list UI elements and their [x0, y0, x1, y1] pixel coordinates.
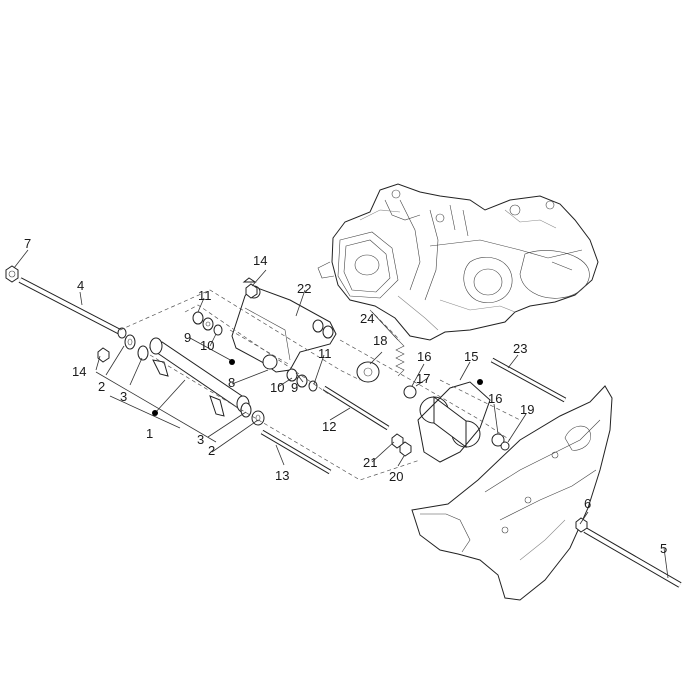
callout-11b: 11: [318, 346, 332, 361]
callout-7: 7: [24, 236, 31, 251]
part-24-spring: [395, 339, 405, 377]
part-4-bolt: [18, 277, 127, 339]
callout-24: 24: [360, 311, 374, 326]
callout-2b: 2: [208, 443, 215, 458]
callout-10b: 10: [270, 380, 284, 395]
part-1-swingarm-tube: [149, 337, 250, 417]
part-6-nut: [575, 517, 588, 533]
callout-8: 8: [228, 375, 235, 390]
callout-9b: 9: [291, 380, 298, 395]
callout-3: 3: [120, 389, 127, 404]
callout-23: 23: [513, 341, 527, 356]
callout-6: 6: [584, 496, 591, 511]
callout-4: 4: [77, 278, 84, 293]
callout-16: 16: [417, 349, 431, 364]
part-7-nut: [5, 265, 19, 283]
part-2-washer: [124, 334, 136, 350]
callout-9: 9: [184, 330, 191, 345]
callout-14: 14: [253, 253, 267, 268]
callout-10: 10: [200, 338, 214, 353]
part-15-bracket-plate: [417, 381, 491, 463]
callout-21: 21: [363, 455, 377, 470]
frame-panel-illustration: [411, 385, 613, 601]
assembly-guides: [119, 289, 521, 481]
dot-marker: [229, 359, 235, 365]
callout-16b: 16: [488, 391, 502, 406]
callout-11: 11: [198, 288, 212, 303]
callout-1: 1: [146, 426, 153, 441]
callout-15: 15: [464, 349, 478, 364]
callout-13: 13: [275, 468, 289, 483]
callout-3b: 3: [197, 432, 204, 447]
part-18-pulley: [356, 361, 380, 383]
callout-18: 18: [373, 333, 387, 348]
callout-22: 22: [297, 281, 311, 296]
part-14-nut: [97, 347, 110, 363]
callout-5: 5: [660, 541, 667, 556]
part-3-bushing: [137, 345, 149, 361]
dot-marker: [477, 379, 483, 385]
callout-2: 2: [98, 379, 105, 394]
callout-labels: 7 4 14 11 22 9 10 14 2 3 8 1 3 2 13 10 9…: [24, 236, 667, 556]
callout-19: 19: [520, 402, 534, 417]
callout-14b: 14: [72, 364, 86, 379]
engine-illustration: [317, 183, 599, 341]
callout-17: 17: [416, 371, 430, 386]
dot-marker: [152, 410, 158, 416]
part-17-silent-block: [419, 396, 481, 448]
leader-lines: [13, 249, 669, 579]
callout-12: 12: [322, 419, 336, 434]
parts-group: [5, 265, 682, 588]
callout-20: 20: [389, 469, 403, 484]
